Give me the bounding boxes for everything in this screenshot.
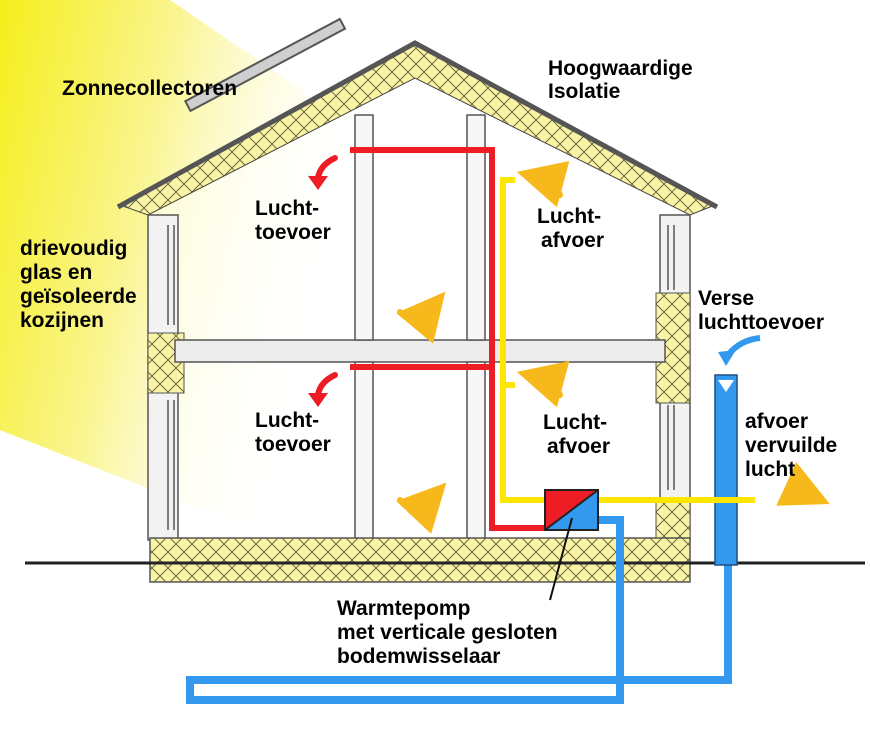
heat-pump-pointer [549, 517, 573, 601]
fresh-air-arrowhead-icon [718, 350, 736, 366]
supply-upper-label-line2: toevoer [255, 221, 331, 244]
supply-duct-upper [350, 147, 545, 531]
heat-pump-label-line1: Warmtepomp [337, 597, 470, 620]
fresh-air-intake-pipe [714, 374, 738, 566]
roof-line [116, 40, 719, 210]
exhaust-lower-label-line2: afvoer [547, 435, 610, 458]
supply-arrows [315, 155, 338, 398]
partitions [354, 114, 486, 541]
solar-collector-label: Zonnecollectoren [62, 77, 237, 100]
middle-floor [174, 339, 666, 363]
fresh-air-label-line1: Verse [698, 287, 754, 310]
windows [167, 225, 675, 530]
exhaust-upper-label-line1: Lucht- [537, 205, 601, 228]
foundation-insulation [149, 537, 691, 583]
ground-loop [186, 516, 732, 704]
heat-pump [544, 489, 599, 531]
airflow-arrows [396, 161, 830, 534]
insulation-label-line1: Hoogwaardige [548, 57, 693, 80]
right-wall-insulation-bottom [655, 499, 691, 541]
supply-upper-label-line1: Lucht- [255, 197, 319, 220]
heat-pump-label-line3: bodemwisselaar [337, 645, 500, 668]
heat-pump-label-line2: met verticale gesloten [337, 621, 558, 644]
stale-air-label-line1: afvoer [745, 410, 808, 433]
fresh-air-label-line2: luchttoevoer [698, 311, 824, 334]
exhaust-duct [500, 177, 545, 503]
stale-air-label-line3: lucht [745, 458, 795, 481]
glass-label-line2: glas en [20, 261, 92, 284]
insulation-label-line2: Isolatie [548, 80, 620, 103]
solar-panel [183, 17, 347, 113]
exhaust-lower-label-line1: Lucht- [543, 411, 607, 434]
glass-label-line4: kozijnen [20, 309, 104, 332]
exhaust-upper-label-line2: afvoer [541, 229, 604, 252]
intake-cap-icon [718, 380, 734, 392]
supply-lower-label-line2: toevoer [255, 433, 331, 456]
supply-arrowhead-lower-icon [308, 393, 328, 407]
supply-lower-label-line1: Lucht- [255, 409, 319, 432]
stale-air-label-line2: vervuilde [745, 434, 837, 457]
glass-label-line1: drievoudig [20, 237, 127, 260]
glass-label-line3: geïsoleerde [20, 285, 137, 308]
supply-arrowhead-upper-icon [308, 176, 328, 190]
